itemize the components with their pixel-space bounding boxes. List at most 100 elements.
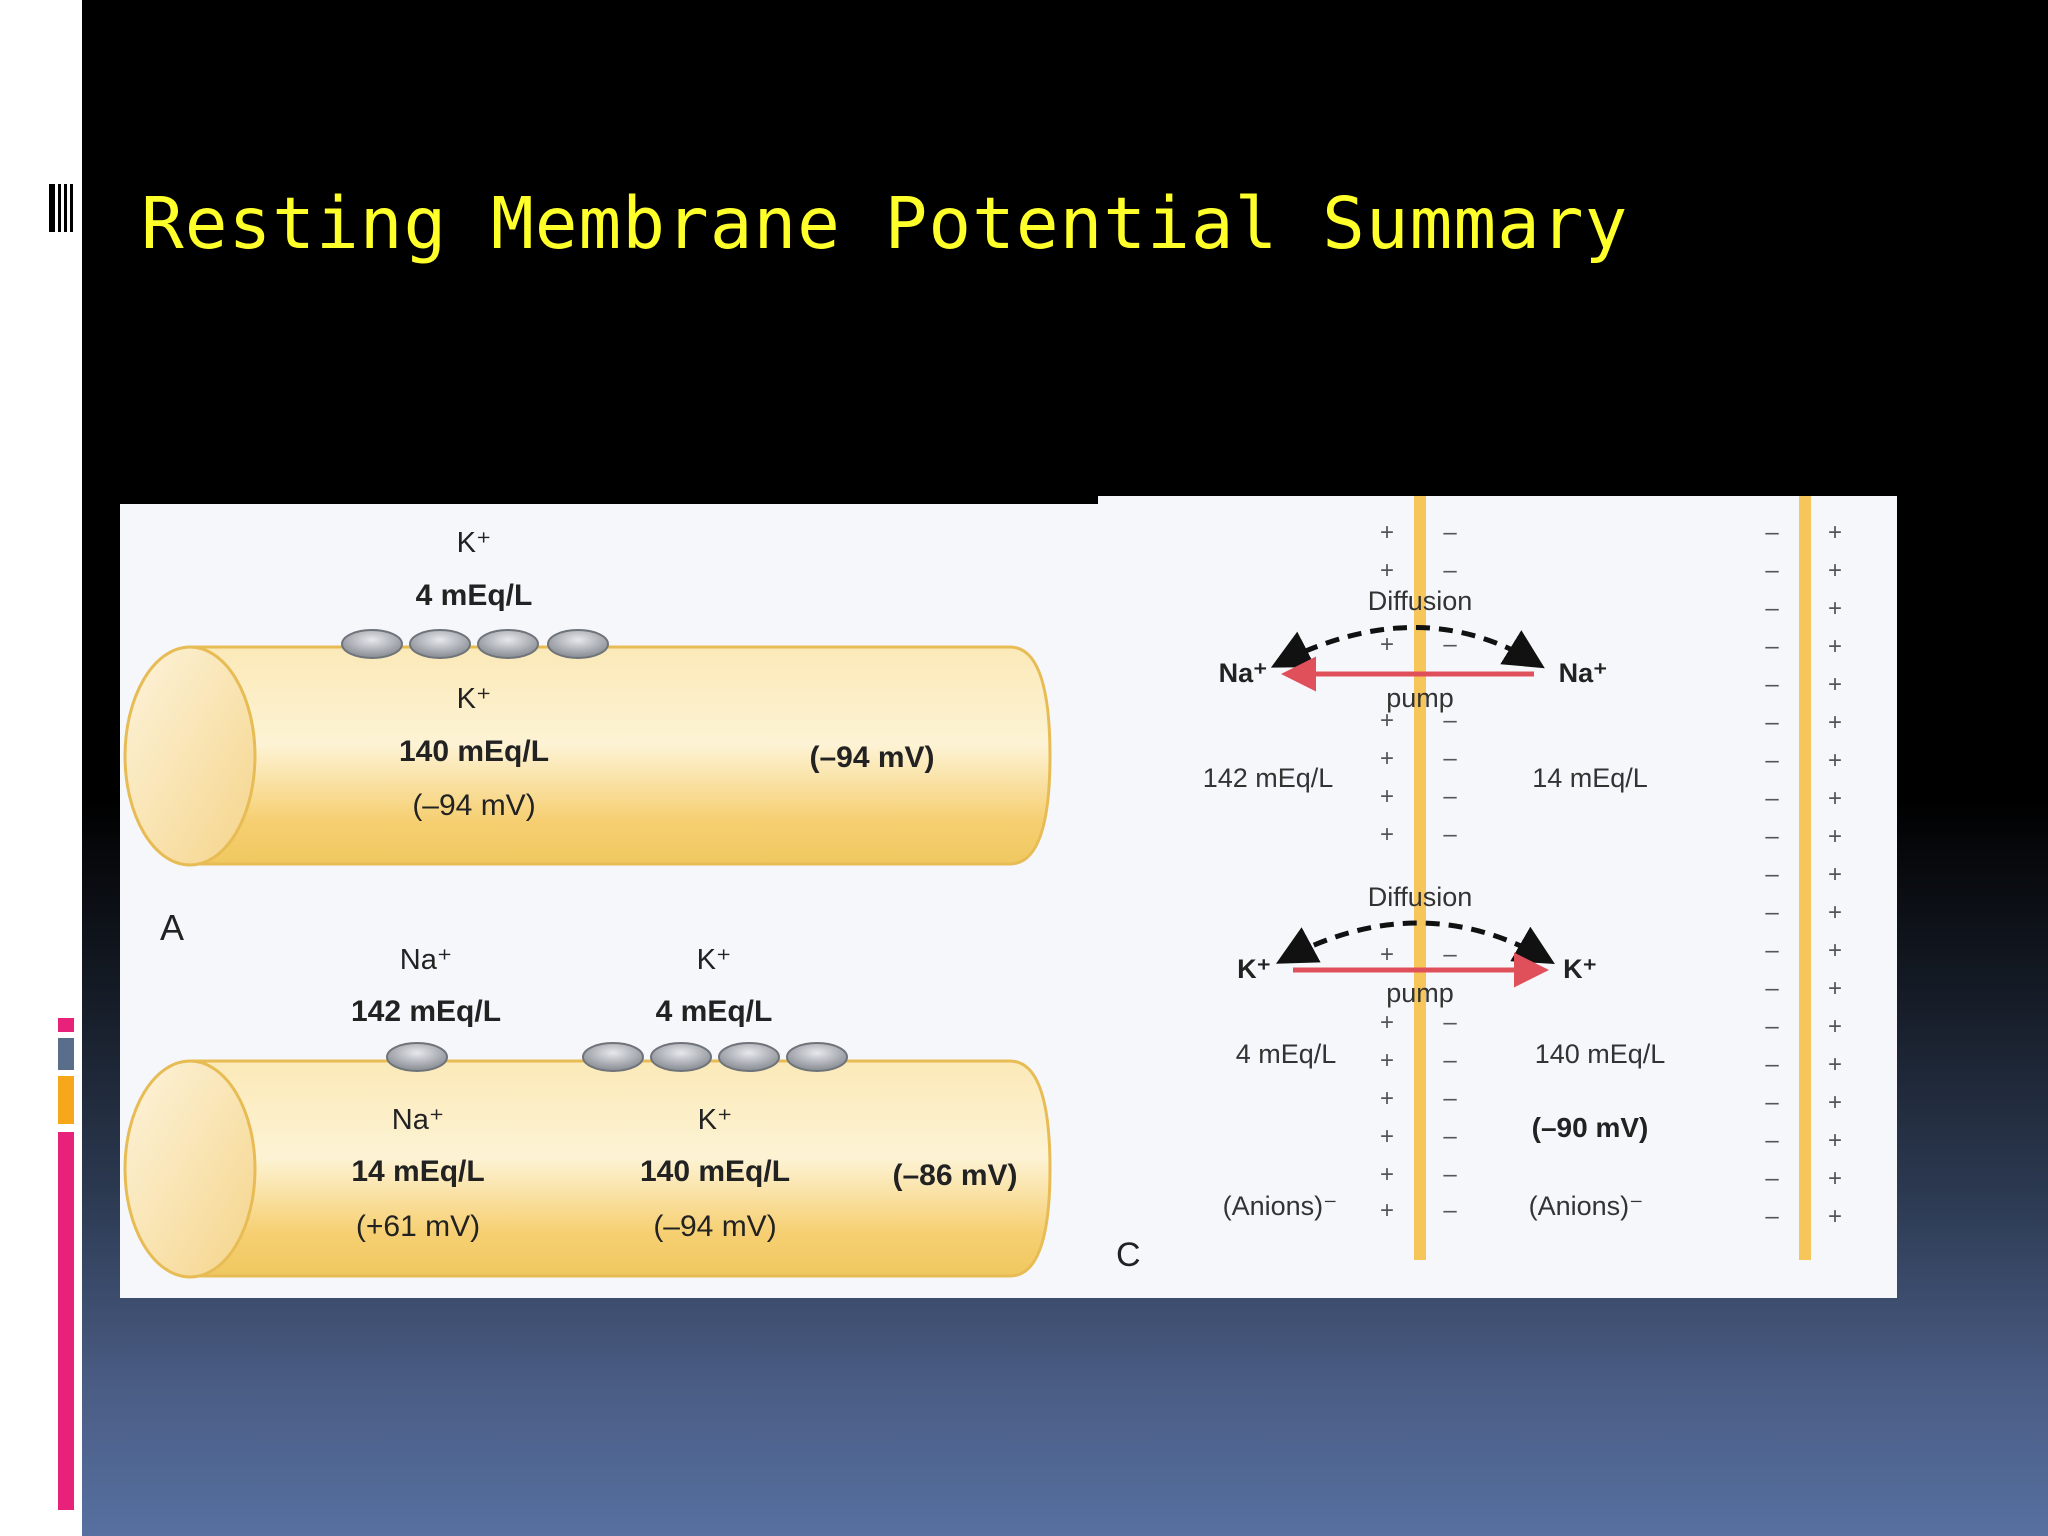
charge-minus: – <box>1765 785 1779 812</box>
panel-c-potential: (–90 mV) <box>1532 1112 1649 1143</box>
top-fiber-cylinder <box>123 645 1052 867</box>
charge-minus: – <box>1443 1047 1457 1074</box>
bottom-na-outside-ion: Na⁺ <box>400 944 452 976</box>
na-right-ion: Na⁺ <box>1559 658 1608 688</box>
charge-plus: + <box>1380 1009 1394 1036</box>
k-right-conc: 140 mEq/L <box>1535 1039 1666 1069</box>
na-diffusion-label: Diffusion <box>1368 586 1473 616</box>
charge-minus: – <box>1443 745 1457 772</box>
k-diffusion-label: Diffusion <box>1368 882 1473 912</box>
panel-a-label: A <box>160 907 184 948</box>
charge-plus: + <box>1380 1047 1394 1074</box>
membrane-left-charges: +–+–+–+–+–+–+–+–+–+–+–+–+–+– <box>1380 519 1457 1224</box>
bottom-k-potential: (–94 mV) <box>653 1210 776 1243</box>
bottom-na-outside-conc: 142 mEq/L <box>351 995 501 1028</box>
charge-plus: + <box>1380 1123 1394 1150</box>
charge-plus: + <box>1828 709 1842 736</box>
charge-plus: + <box>1828 975 1842 1002</box>
k-diffusion-arrow <box>1275 920 1555 965</box>
charge-minus: – <box>1765 899 1779 926</box>
top-fiber-k-channels <box>341 629 609 659</box>
top-inside-ion: K⁺ <box>457 683 492 715</box>
charge-plus: + <box>1828 557 1842 584</box>
charge-plus: + <box>1380 821 1394 848</box>
charge-minus: – <box>1443 1009 1457 1036</box>
charge-minus: – <box>1765 747 1779 774</box>
na-left-conc: 142 mEq/L <box>1203 763 1334 793</box>
charge-plus: + <box>1380 783 1394 810</box>
charge-minus: – <box>1443 557 1457 584</box>
accent-pink-top <box>58 1018 74 1032</box>
charge-minus: – <box>1765 861 1779 888</box>
charge-minus: – <box>1443 821 1457 848</box>
charge-minus: – <box>1443 1161 1457 1188</box>
bottom-na-potential: (+61 mV) <box>356 1210 480 1243</box>
charge-plus: + <box>1828 861 1842 888</box>
bottom-fiber-k-channels <box>582 1042 848 1072</box>
charge-plus: + <box>1380 557 1394 584</box>
charge-plus: + <box>1380 1161 1394 1188</box>
charge-minus: – <box>1443 941 1457 968</box>
charge-plus: + <box>1828 899 1842 926</box>
na-pump-label: pump <box>1386 683 1454 713</box>
k-pump-label: pump <box>1386 978 1454 1008</box>
charge-plus: + <box>1828 1013 1842 1040</box>
charge-plus: + <box>1828 1051 1842 1078</box>
charge-minus: – <box>1765 1089 1779 1116</box>
charge-minus: – <box>1765 557 1779 584</box>
charge-plus: + <box>1380 1085 1394 1112</box>
charge-plus: + <box>1828 671 1842 698</box>
charge-minus: – <box>1443 631 1457 658</box>
right-anions: (Anions)⁻ <box>1529 1191 1644 1221</box>
charge-plus: + <box>1828 823 1842 850</box>
na-diffusion-arrow <box>1270 625 1545 669</box>
accent-slate <box>58 1038 74 1070</box>
charge-minus: – <box>1765 633 1779 660</box>
charge-minus: – <box>1765 937 1779 964</box>
charge-minus: – <box>1765 1127 1779 1154</box>
charge-minus: – <box>1765 1013 1779 1040</box>
panel-c-label: C <box>1116 1236 1141 1274</box>
bottom-k-outside-conc: 4 mEq/L <box>656 995 773 1028</box>
charge-plus: + <box>1828 1203 1842 1230</box>
slide-title: Resting Membrane Potential Summary <box>141 182 1629 265</box>
charge-minus: – <box>1765 1051 1779 1078</box>
na-left-ion: Na⁺ <box>1219 658 1268 688</box>
bottom-fiber-na-channel <box>386 1042 448 1072</box>
charge-plus: + <box>1828 937 1842 964</box>
charge-plus: + <box>1828 785 1842 812</box>
charge-minus: – <box>1765 1165 1779 1192</box>
charge-minus: – <box>1443 1123 1457 1150</box>
charge-plus: + <box>1828 1165 1842 1192</box>
charge-plus: + <box>1380 941 1394 968</box>
charge-plus: + <box>1380 519 1394 546</box>
charge-minus: – <box>1765 671 1779 698</box>
membrane-right <box>1799 496 1811 1260</box>
charge-minus: – <box>1765 595 1779 622</box>
charge-minus: – <box>1765 975 1779 1002</box>
charge-plus: + <box>1828 747 1842 774</box>
bottom-k-inside-conc: 140 mEq/L <box>640 1155 790 1188</box>
bottom-membrane-potential: (–86 mV) <box>892 1159 1017 1192</box>
bottom-fiber-cylinder <box>123 1059 1052 1279</box>
charge-minus: – <box>1443 707 1457 734</box>
charge-plus: + <box>1380 1197 1394 1224</box>
charge-minus: – <box>1443 783 1457 810</box>
charge-minus: – <box>1443 519 1457 546</box>
charge-plus: + <box>1380 745 1394 772</box>
membrane-left <box>1414 496 1426 1260</box>
panel-c-figure: + – + – + – + – + – + – + – + – + – + – + – + – + – + – – + – + – + – + – + –… <box>1098 496 1897 1298</box>
top-inside-potential: (–94 mV) <box>412 789 535 822</box>
charge-plus: + <box>1380 707 1394 734</box>
accent-orange <box>58 1076 74 1124</box>
top-outside-ion: K⁺ <box>457 527 492 559</box>
charge-minus: – <box>1765 823 1779 850</box>
top-outside-conc: 4 mEq/L <box>416 579 533 612</box>
bottom-k-outside-ion: K⁺ <box>697 944 732 976</box>
bottom-na-inside-ion: Na⁺ <box>392 1104 444 1136</box>
k-left-ion: K⁺ <box>1237 954 1271 984</box>
charge-minus: – <box>1443 1085 1457 1112</box>
membrane-right-charges: –+–+–+–+–+–+–+–+–+–+–+–+–+–+–+–+–+–+–+ <box>1765 519 1842 1230</box>
charge-plus: + <box>1380 631 1394 658</box>
top-inside-conc: 140 mEq/L <box>399 735 549 768</box>
